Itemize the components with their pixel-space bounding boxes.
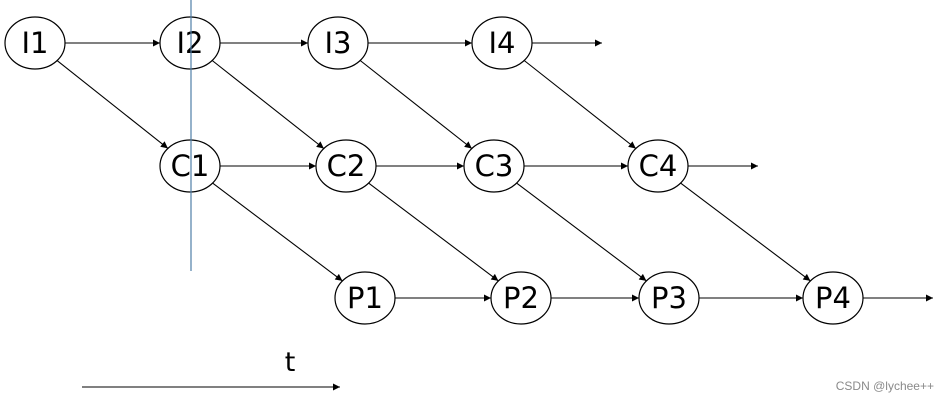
time-axis-label: t (285, 347, 296, 378)
node-c2: C2 (315, 139, 377, 193)
node-label: I1 (21, 26, 48, 60)
edge-c2-to-p2 (368, 182, 499, 282)
node-label: I2 (176, 26, 203, 60)
node-c1: C1 (159, 139, 221, 193)
node-ellipse (627, 139, 689, 193)
node-p3: P3 (638, 271, 700, 325)
edge-i3-to-c3 (359, 60, 473, 149)
node-c4: C4 (627, 139, 689, 193)
node-label: I4 (488, 26, 515, 60)
node-label: C2 (327, 149, 366, 183)
node-p2: P2 (490, 271, 552, 325)
node-c3: C3 (463, 139, 525, 193)
node-ellipse (4, 16, 66, 70)
node-ellipse (159, 139, 221, 193)
node-label: C4 (639, 149, 678, 183)
node-ellipse (471, 16, 533, 70)
edge-c3-to-p3 (516, 182, 647, 282)
node-label: I3 (324, 26, 351, 60)
node-label: C3 (475, 149, 514, 183)
node-p4: P4 (802, 271, 864, 325)
edges-layer (56, 39, 933, 302)
edge-c4-to-p4 (680, 182, 811, 282)
node-label: P2 (503, 281, 539, 315)
node-p1: P1 (334, 271, 396, 325)
node-ellipse (638, 271, 700, 325)
node-label: P4 (815, 281, 851, 315)
edge-c1-to-p1 (212, 182, 343, 282)
node-i1: I1 (4, 16, 66, 70)
node-ellipse (490, 271, 552, 325)
watermark-text: CSDN @lychee++ (836, 379, 934, 393)
node-i2: I2 (159, 16, 221, 70)
edge-i2-to-c2 (211, 60, 325, 149)
node-ellipse (802, 271, 864, 325)
node-ellipse (315, 139, 377, 193)
node-ellipse (463, 139, 525, 193)
node-label: P3 (651, 281, 687, 315)
node-ellipse (159, 16, 221, 70)
edge-i4-to-c4 (523, 60, 637, 149)
node-label: C1 (171, 149, 210, 183)
node-label: P1 (347, 281, 383, 315)
node-i4: I4 (471, 16, 533, 70)
node-i3: I3 (307, 16, 369, 70)
edge-i1-to-c1 (56, 60, 169, 149)
node-ellipse (307, 16, 369, 70)
node-ellipse (334, 271, 396, 325)
